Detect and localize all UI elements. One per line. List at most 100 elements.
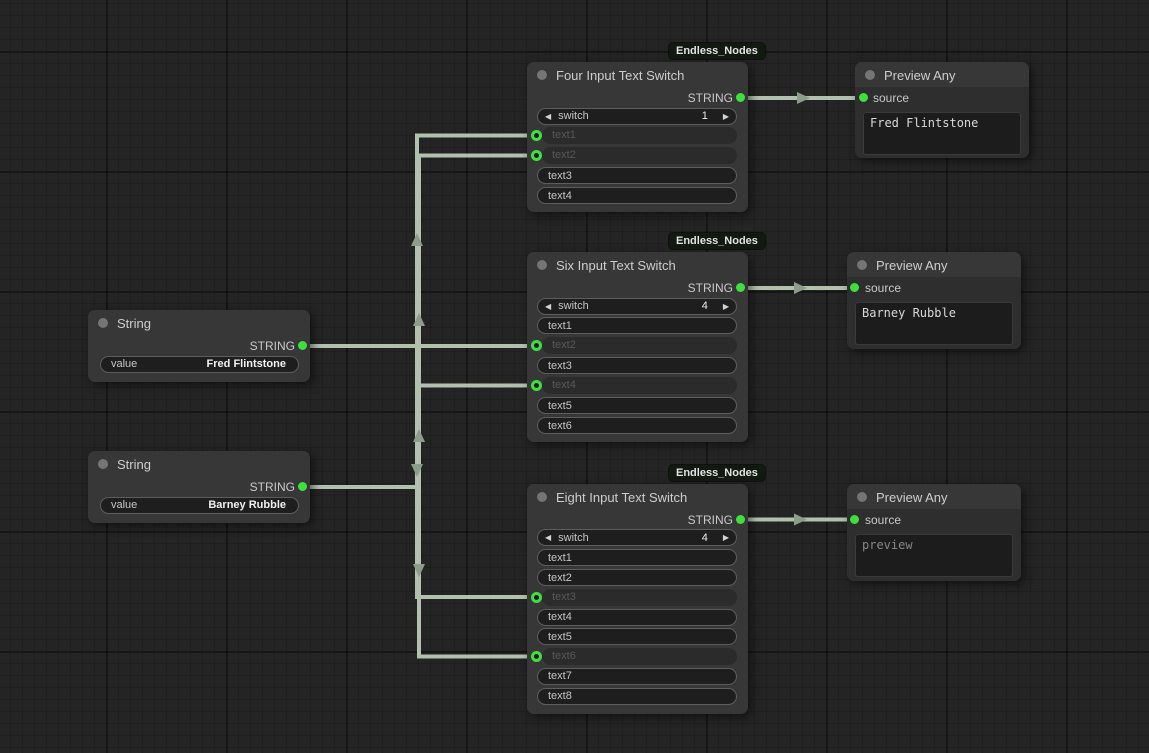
collapse-dot-icon[interactable]: [98, 318, 108, 328]
text-widget-text3[interactable]: text3: [537, 357, 737, 374]
node-badge: Endless_Nodes: [669, 43, 765, 59]
node-title-bar[interactable]: Preview Any: [847, 252, 1021, 277]
widget-label: text4: [548, 611, 572, 623]
widget-value: Fred Flintstone: [206, 358, 286, 370]
switch-widget[interactable]: ◀ switch 4 ▶: [537, 297, 737, 315]
value-widget[interactable]: value Fred Flintstone: [100, 355, 299, 373]
collapse-dot-icon[interactable]: [857, 260, 867, 270]
node-title: Six Input Text Switch: [556, 258, 676, 273]
preview-textarea[interactable]: Barney Rubble: [855, 302, 1013, 345]
switch-label: switch: [558, 300, 589, 312]
text-widget-text4[interactable]: text4: [537, 187, 737, 204]
node-preview-any-1[interactable]: Preview Any source Fred Flintstone: [855, 62, 1029, 158]
input-row-text2[interactable]: text2: [527, 337, 748, 354]
text-widget-text8[interactable]: text8: [537, 687, 737, 705]
text-widget-text1[interactable]: text1: [537, 317, 737, 334]
node-badge: Endless_Nodes: [669, 465, 765, 481]
flow-arrow-down-icon: [413, 564, 425, 577]
input-slot-text2[interactable]: [531, 340, 542, 351]
node-six-input-text-switch[interactable]: Six Input Text Switch STRING ◀ switch 4 …: [527, 252, 748, 442]
wire-string2-to-four-text2: [303, 153, 537, 489]
text-widget-text7[interactable]: text7: [537, 667, 737, 685]
input-row-text1[interactable]: text1: [527, 127, 748, 144]
flow-arrow-up-icon: [413, 313, 425, 326]
switch-widget[interactable]: ◀ switch 1 ▶: [537, 107, 737, 125]
widget-label: text6: [548, 419, 572, 432]
text-widget-text3[interactable]: text3: [537, 167, 737, 184]
node-title-bar[interactable]: Four Input Text Switch: [527, 62, 748, 87]
node-title-bar[interactable]: Preview Any: [855, 62, 1029, 87]
text-widget-text4[interactable]: text4: [537, 608, 737, 626]
node-title-bar[interactable]: String: [88, 310, 310, 335]
input-slot-label: source: [865, 281, 902, 295]
output-slot-string[interactable]: [736, 93, 745, 102]
output-slot-string[interactable]: [736, 283, 745, 292]
switch-value: 1: [701, 110, 708, 122]
wire-string1-to-four-text1: [303, 133, 537, 348]
switch-next-icon[interactable]: ▶: [722, 111, 729, 121]
switch-prev-icon[interactable]: ◀: [545, 533, 552, 542]
output-slot-string[interactable]: [298, 482, 307, 491]
node-string-1[interactable]: String STRING value Fred Flintstone: [88, 310, 310, 382]
switch-prev-icon[interactable]: ◀: [545, 301, 552, 311]
output-slot-label: STRING: [687, 513, 733, 527]
node-title: Eight Input Text Switch: [556, 490, 688, 505]
input-slot-source[interactable]: [850, 283, 859, 292]
switch-value: 4: [701, 531, 708, 544]
input-slot-text4[interactable]: [531, 380, 542, 391]
text-widget-text5[interactable]: text5: [537, 628, 737, 645]
widget-label: value: [111, 358, 138, 370]
switch-next-icon[interactable]: ▶: [722, 533, 729, 542]
collapse-dot-icon[interactable]: [98, 459, 108, 469]
wire-string1-to-eight-text3: [415, 346, 537, 599]
input-row-text3[interactable]: text3: [527, 588, 748, 606]
node-preview-any-3[interactable]: Preview Any source preview: [847, 484, 1021, 581]
collapse-dot-icon[interactable]: [857, 492, 867, 502]
input-slot-text2[interactable]: [531, 150, 542, 161]
text-widget-text2[interactable]: text2: [537, 569, 737, 586]
input-slot-label: text2: [542, 147, 737, 164]
node-four-input-text-switch[interactable]: Four Input Text Switch STRING ◀ switch 1…: [527, 62, 748, 212]
input-row-text6[interactable]: text6: [527, 648, 748, 665]
input-row-text2[interactable]: text2: [527, 147, 748, 164]
input-slot-text3[interactable]: [531, 591, 542, 603]
wire-string2-to-eight-text6: [417, 487, 537, 659]
node-string-2[interactable]: String STRING value Barney Rubble: [88, 451, 310, 523]
collapse-dot-icon[interactable]: [537, 260, 547, 270]
collapse-dot-icon[interactable]: [537, 492, 547, 502]
collapse-dot-icon[interactable]: [537, 70, 547, 80]
output-slot-label: STRING: [249, 480, 295, 494]
text-widget-text6[interactable]: text6: [537, 417, 737, 434]
switch-widget[interactable]: ◀ switch 4 ▶: [537, 529, 737, 546]
input-slot-label: text3: [542, 588, 737, 606]
widget-label: text7: [548, 670, 572, 682]
node-title-bar[interactable]: Six Input Text Switch: [527, 252, 748, 277]
node-title-bar[interactable]: Eight Input Text Switch: [527, 484, 748, 509]
collapse-dot-icon[interactable]: [865, 70, 875, 80]
node-preview-any-2[interactable]: Preview Any source Barney Rubble: [847, 252, 1021, 349]
widget-label: value: [111, 499, 138, 511]
output-slot-label: STRING: [249, 339, 295, 353]
node-title-bar[interactable]: Preview Any: [847, 484, 1021, 509]
input-slot-text1[interactable]: [531, 130, 542, 141]
switch-prev-icon[interactable]: ◀: [545, 111, 552, 121]
output-slot-label: STRING: [687, 91, 733, 105]
node-eight-input-text-switch[interactable]: Eight Input Text Switch STRING ◀ switch …: [527, 484, 748, 714]
input-slot-label: text4: [542, 377, 737, 394]
input-slot-source[interactable]: [859, 93, 868, 102]
switch-next-icon[interactable]: ▶: [722, 301, 729, 311]
output-slot-string[interactable]: [736, 515, 745, 524]
text-widget-text5[interactable]: text5: [537, 397, 737, 414]
preview-textarea[interactable]: Fred Flintstone: [863, 112, 1021, 155]
input-slot-source[interactable]: [850, 515, 859, 524]
text-widget-text1[interactable]: text1: [537, 549, 737, 566]
value-widget[interactable]: value Barney Rubble: [100, 496, 299, 514]
node-title: String: [117, 316, 151, 331]
preview-textarea[interactable]: preview: [855, 534, 1013, 577]
node-title: String: [117, 457, 151, 472]
input-row-text4[interactable]: text4: [527, 377, 748, 394]
switch-label: switch: [558, 531, 589, 544]
output-slot-string[interactable]: [298, 341, 307, 350]
input-slot-text6[interactable]: [531, 651, 542, 662]
node-title-bar[interactable]: String: [88, 451, 310, 476]
